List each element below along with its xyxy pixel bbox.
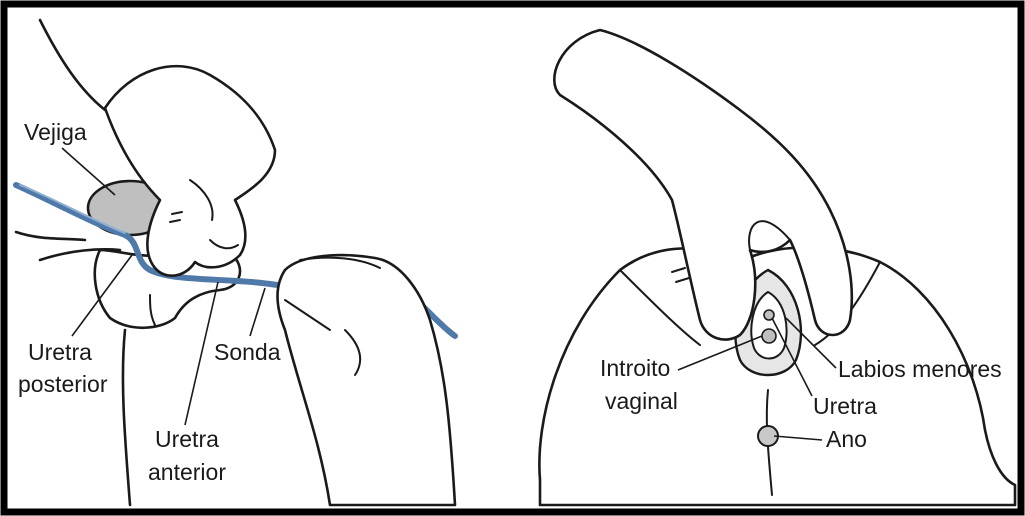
vaginal-opening (762, 329, 776, 343)
label-urethra: Uretra (813, 393, 877, 419)
label-labia-minora: Labios menores (838, 356, 1002, 382)
label-vaginal-introitus-2: vaginal (605, 388, 678, 414)
label-anterior-urethra-1: Uretra (155, 426, 219, 452)
label-catheter: Sonda (214, 339, 281, 365)
label-vaginal-introitus-1: Introito (600, 355, 670, 381)
label-anus: Ano (826, 426, 867, 452)
label-anterior-urethra-2: anterior (148, 459, 226, 485)
label-posterior-urethra-1: Uretra (28, 339, 92, 365)
label-posterior-urethra-2: posterior (18, 371, 108, 397)
label-bladder: Vejiga (24, 119, 87, 145)
